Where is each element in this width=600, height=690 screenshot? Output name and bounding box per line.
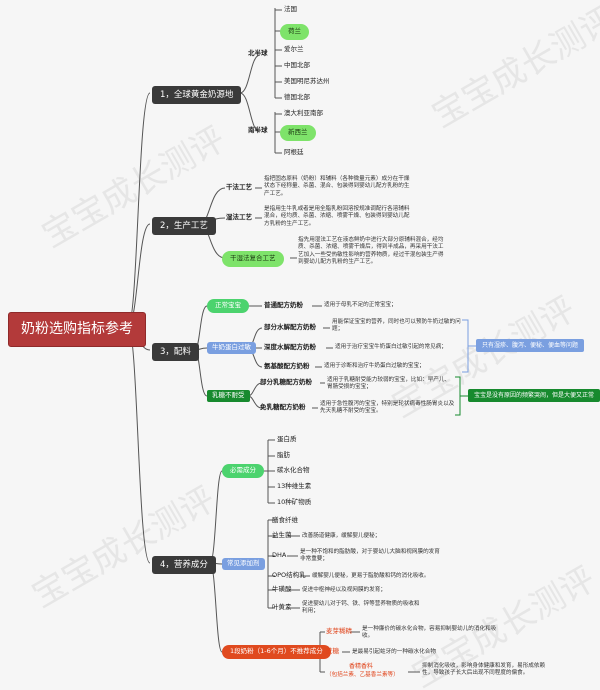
additive-desc: 促进婴幼儿对于钙、铁、锌等营养物质的吸收和利用； [302, 601, 420, 615]
source-item[interactable]: 德国北部 [284, 93, 310, 101]
dry-process-desc: 指把固态原料（奶粉）和辅料（各种微量元素）成分在干燥状态下经称量、杀菌、混合、包… [264, 176, 410, 197]
branch-production-process[interactable]: 2，生产工艺 [152, 217, 216, 236]
wet-process-desc: 是指用生牛乳或者是用全脂乳粉回溶按规准调配行各溶辅料混合，经均质、杀菌、浓缩、喷… [264, 206, 410, 227]
mixed-process[interactable]: 干湿法复合工艺 [222, 251, 284, 267]
partial-hydrolyzed-formula[interactable]: 部分水解配方奶粉 [264, 323, 316, 331]
southern-hemisphere[interactable]: 南半球 [248, 126, 268, 134]
additive-item[interactable]: 益生菌 [272, 531, 292, 539]
branch-golden-milk-source[interactable]: 1，全球黄金奶源地 [152, 86, 242, 105]
deep-hydrolyzed-desc: 适用于治疗宝宝牛奶蛋白过敏引起的常见病； [335, 344, 447, 350]
not-recommended-item[interactable]: 香精香料 [349, 663, 374, 670]
deep-hydrolyzed-formula[interactable]: 深度水解配方奶粉 [264, 343, 316, 351]
normal-formula[interactable]: 普通配方奶粉 [264, 301, 303, 309]
normal-baby[interactable]: 正常宝宝 [207, 299, 249, 313]
root-node[interactable]: 奶粉选购指标参考 [8, 312, 146, 347]
amino-acid-formula[interactable]: 氨基酸配方奶粉 [264, 362, 310, 370]
mixed-process-desc: 指先用湿法工艺在液态鲜奶中进行大部分原辅料混合，经均质、杀菌、浓缩、喷雾干燥后，… [298, 237, 444, 265]
wet-process[interactable]: 湿法工艺 [226, 213, 252, 221]
dry-process[interactable]: 干法工艺 [226, 183, 252, 191]
branch-nutrition[interactable]: 4，营养成分 [152, 556, 216, 575]
source-item[interactable]: 中国北部 [284, 61, 310, 69]
additive-desc: 是一种不饱和的脂肪酸，对于婴幼儿大脑和视网膜的发育非常重要； [300, 549, 440, 563]
additive-item[interactable]: 叶黄素 [272, 603, 292, 611]
essential-item[interactable]: 蛋白质 [277, 435, 297, 443]
source-item[interactable]: 阿根廷 [284, 148, 304, 156]
source-item[interactable]: 澳大利亚南部 [284, 109, 323, 117]
additive-desc: 改善肠道健康，缓解婴儿便秘； [302, 533, 381, 539]
not-recommended-item[interactable]: 麦芽糊精 [326, 627, 352, 635]
additive-item[interactable]: DHA [272, 551, 287, 559]
essential-item[interactable]: 13种维生素 [277, 482, 312, 490]
normal-formula-desc: 适用于母乳不足的正常宝宝； [324, 302, 397, 308]
lactose-intolerance[interactable]: 乳糖不耐受 [207, 390, 250, 402]
source-item[interactable]: 法国 [284, 5, 297, 13]
essential-item[interactable]: 10种矿物质 [277, 498, 312, 506]
partial-lactose-formula[interactable]: 部分乳糖配方奶粉 [260, 378, 312, 386]
source-item-highlighted[interactable]: 新西兰 [280, 125, 316, 141]
not-recommended-desc: 是一种廉价的碳水化合物，容易抑制婴幼儿的消化和吸收。 [362, 626, 497, 640]
additive-item[interactable]: 膳食纤维 [272, 516, 298, 524]
northern-hemisphere[interactable]: 北半球 [248, 49, 268, 57]
source-item-highlighted[interactable]: 荷兰 [280, 24, 309, 40]
additive-item[interactable]: OPO结构乳 [272, 571, 306, 579]
not-recommended-item-note: （包括兰素、乙基香兰素等） [326, 672, 399, 678]
milk-protein-allergy[interactable]: 牛奶蛋白过敏 [207, 342, 256, 354]
common-additives[interactable]: 常见添加剂 [222, 558, 265, 570]
additive-desc: 缓解婴儿便秘，更易于脂肪酸和钙的消化吸收。 [312, 573, 430, 579]
allergy-callout: 只有湿疹、腹泻、便秘、便血等问题 [476, 339, 585, 353]
source-item[interactable]: 美国明尼苏达州 [284, 77, 330, 85]
essential-item[interactable]: 脂肪 [277, 451, 290, 459]
amino-acid-desc: 适用于诊断和治疗牛奶蛋白过敏的宝宝； [324, 363, 425, 369]
source-item[interactable]: 爱尔兰 [284, 45, 304, 53]
not-recommended-stage1[interactable]: 1段奶粉（1-6个月）不推荐成分 [222, 645, 331, 659]
not-recommended-item[interactable]: 蔗糖 [326, 647, 339, 655]
not-recommended-desc: 抑制消化吸收，影响身体健康和发育，易形成依赖性，导致孩子长大后出现不同程度的偏食… [422, 663, 546, 677]
essential-components[interactable]: 必需成分 [222, 464, 264, 478]
lactose-free-desc: 适用于急性腹泻的宝宝，特别是轮状病毒性肠胃炎以及先天乳糖不耐受的宝宝。 [320, 401, 455, 415]
essential-item[interactable]: 碳水化合物 [277, 466, 310, 474]
additive-desc: 促进中枢神经以及视网膜的发育； [302, 587, 386, 593]
lactose-free-formula[interactable]: 免乳糖配方奶粉 [260, 403, 306, 411]
partial-hydrolyzed-desc: 用能保证宝宝的营养，同时也可以预防牛奶过敏的问题； [332, 319, 461, 333]
not-recommended-desc: 是最易引起蛀牙的一种碳水化合物 [352, 649, 436, 655]
lactose-callout: 宝宝是没有原因的频繁哭闹，但是大便又正常 [468, 389, 600, 403]
additive-item[interactable]: 牛磺酸 [272, 585, 292, 593]
partial-lactose-desc: 适用于乳糖耐受能力较弱的宝宝，比如：早产儿、胃肠受损的宝宝； [327, 377, 451, 391]
branch-ingredients[interactable]: 3，配料 [152, 343, 199, 362]
